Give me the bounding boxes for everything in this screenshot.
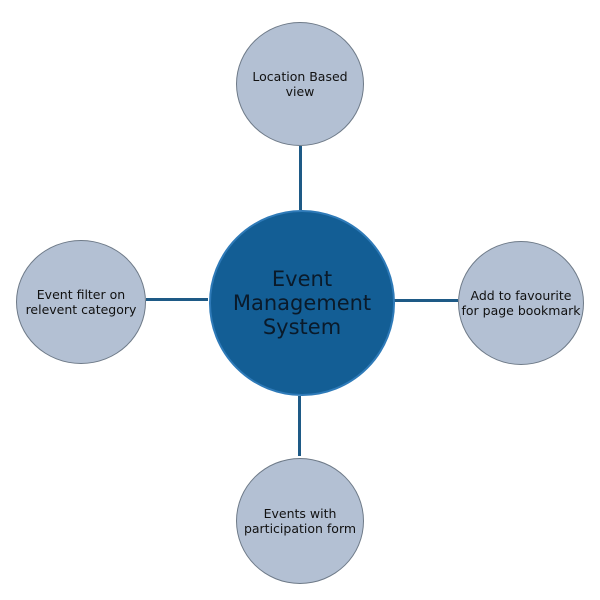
connector-top — [299, 146, 302, 210]
connector-bottom — [298, 396, 301, 456]
node-events-participation: Events with participation form — [236, 458, 364, 584]
node-add-to-favourite: Add to favourite for page bookmark — [458, 241, 584, 365]
node-right-label: Add to favourite for page bookmark — [461, 288, 581, 318]
connector-left — [146, 298, 208, 301]
node-bottom-label: Events with participation form — [243, 506, 357, 536]
central-node-label: Event Management System — [232, 267, 372, 339]
connector-right — [394, 299, 458, 302]
node-event-filter: Event filter on relevent category — [16, 240, 146, 364]
node-left-label: Event filter on relevent category — [25, 287, 137, 317]
node-location-based-view: Location Based view — [236, 22, 364, 146]
central-node: Event Management System — [209, 210, 395, 396]
node-top-label: Location Based view — [252, 69, 348, 99]
